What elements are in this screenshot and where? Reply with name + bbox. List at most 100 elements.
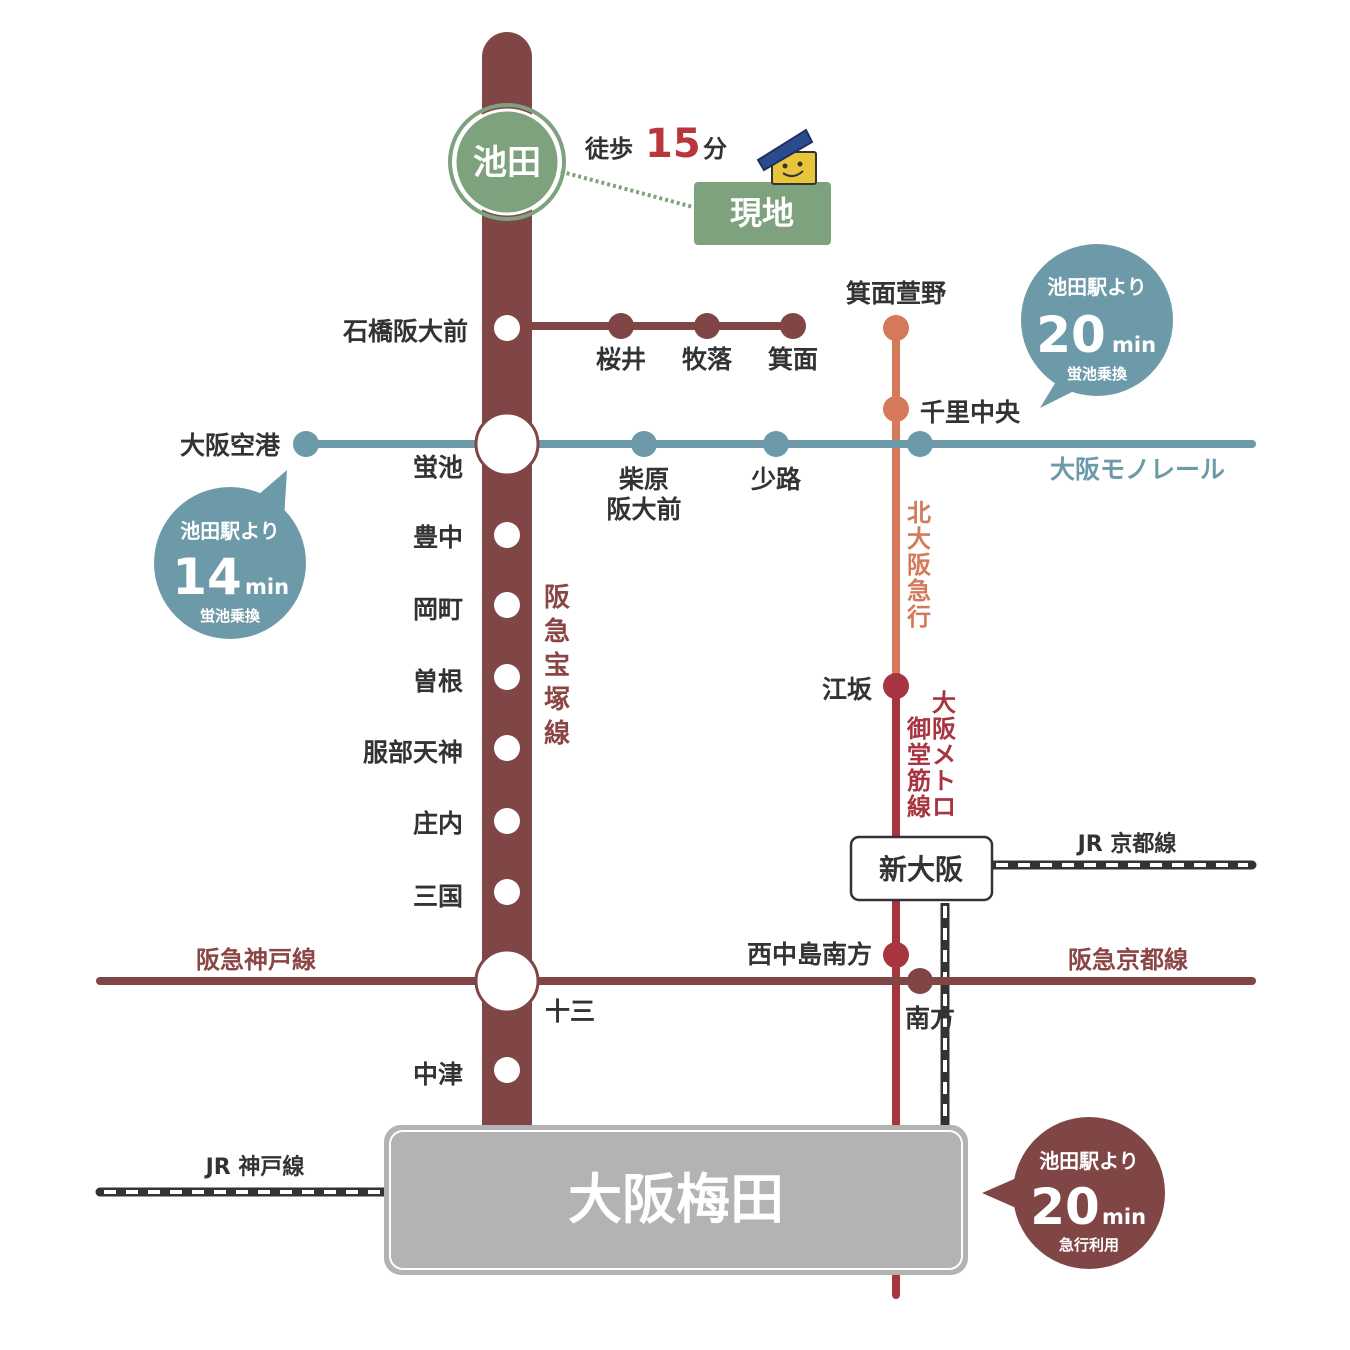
label-shibahara-2: 阪大前 (606, 495, 681, 524)
station-dot-sone (494, 664, 520, 690)
label-jr-kobe: JR 神戸線 (204, 1154, 305, 1180)
station-dot-toyonaka (494, 522, 520, 548)
label-hankyu-kobe: 阪急神戸線 (196, 946, 316, 974)
ikeda-station: 池田 (448, 103, 566, 221)
walk-prefix: 徒歩 (584, 135, 633, 163)
shin-osaka-station: 新大阪 (849, 835, 994, 902)
svg-text:御: 御 (906, 715, 931, 743)
label-minoh-kayano: 箕面萱野 (846, 279, 946, 308)
label-nakatsu: 中津 (413, 1060, 463, 1089)
site-marker: 現地 (694, 182, 831, 245)
site-label: 現地 (730, 194, 794, 232)
label-ishibashi: 石橋阪大前 (342, 317, 468, 346)
svg-text:14: 14 (172, 548, 242, 606)
station-dot-minamikata (907, 968, 933, 994)
svg-text:メ: メ (932, 741, 956, 769)
svg-text:阪: 阪 (907, 551, 931, 579)
walk-unit: 分 (703, 135, 727, 163)
midosuji-line-label: 大 阪 メ ト ロ 御 堂 筋 線 (906, 689, 956, 821)
station-dot-esaka (883, 673, 909, 699)
ikeda-label: 池田 (473, 143, 541, 183)
station-dot-shibahara (631, 431, 657, 457)
label-jr-kyoto: JR 京都線 (1076, 831, 1177, 857)
station-dot-nishinakajima (883, 942, 909, 968)
label-shibahara-1: 柴原 (619, 465, 669, 494)
svg-text:阪: 阪 (544, 583, 570, 613)
svg-text:筋: 筋 (906, 767, 931, 795)
station-dot-ishibashi (494, 315, 520, 341)
svg-text:ロ: ロ (932, 793, 956, 821)
station-dot-osaka-airport (293, 431, 319, 457)
mascot-icon (756, 128, 817, 185)
label-osaka-airport: 大阪空港 (180, 431, 281, 460)
label-umeda: 大阪梅田 (568, 1168, 784, 1231)
label-monorail: 大阪モノレール (1050, 455, 1225, 484)
umeda-station: 大阪梅田 (384, 1125, 968, 1275)
bubble-monorail: 池田駅より 20 min 蛍池乗換 (1021, 244, 1173, 408)
svg-text:蛍池乗換: 蛍池乗換 (200, 607, 261, 625)
walk-minutes: 15 (645, 121, 701, 167)
svg-text:急: 急 (907, 577, 931, 605)
station-dot-hotarugaike (474, 411, 540, 477)
station-dot-sakurai (608, 313, 634, 339)
label-hankyu-kyoto: 阪急京都線 (1068, 946, 1188, 974)
svg-text:北: 北 (907, 499, 931, 527)
svg-text:大: 大 (932, 689, 956, 717)
svg-text:min: min (1102, 1205, 1146, 1229)
label-hattori: 服部天神 (363, 738, 463, 767)
svg-text:塚: 塚 (544, 685, 570, 715)
svg-text:min: min (245, 575, 289, 599)
label-juso: 十三 (545, 997, 595, 1026)
svg-text:20: 20 (1030, 1178, 1100, 1236)
label-senri-chuo: 千里中央 (920, 398, 1021, 427)
label-shoji: 少路 (750, 465, 802, 494)
svg-text:池田駅より: 池田駅より (1047, 275, 1147, 299)
jr-kyoto-line (940, 860, 1257, 1128)
station-dot-mikuni (494, 879, 520, 905)
bubble-airport: 池田駅より 14 min 蛍池乗換 (154, 470, 306, 639)
svg-text:阪: 阪 (932, 715, 956, 743)
station-dot-nakatsu (494, 1057, 520, 1083)
svg-text:池田駅より: 池田駅より (1039, 1149, 1139, 1173)
label-makiochi: 牧落 (682, 345, 733, 374)
svg-text:20: 20 (1036, 306, 1106, 364)
label-mikuni: 三国 (413, 882, 463, 911)
station-dot-senri-monorail (907, 431, 933, 457)
label-toyonaka: 豊中 (413, 523, 463, 552)
walk-path (554, 168, 694, 209)
label-shin-osaka: 新大阪 (879, 853, 963, 886)
label-minamikata: 南方 (905, 1004, 955, 1033)
label-esaka: 江坂 (822, 675, 873, 704)
station-dot-makiochi (694, 313, 720, 339)
label-minoh: 箕面 (768, 345, 818, 374)
svg-text:線: 線 (907, 793, 931, 821)
takarazuka-stations (474, 315, 540, 1083)
label-sakurai: 桜井 (596, 345, 646, 374)
station-dot-hattori (494, 735, 520, 761)
station-dot-okamachi (494, 592, 520, 618)
svg-text:ト: ト (932, 767, 956, 795)
station-dot-juso (474, 948, 540, 1014)
label-sone: 曽根 (413, 667, 463, 696)
label-shonai: 庄内 (413, 809, 463, 838)
svg-text:行: 行 (906, 603, 931, 631)
bubble-umeda: 池田駅より 20 min 急行利用 (982, 1117, 1165, 1269)
label-okamachi: 岡町 (413, 595, 463, 624)
svg-text:堂: 堂 (907, 741, 931, 769)
svg-text:線: 線 (544, 718, 570, 749)
svg-text:蛍池乗換: 蛍池乗換 (1067, 365, 1128, 383)
station-dot-minoh (780, 313, 806, 339)
station-dot-senri-chuo (883, 396, 909, 422)
takarazuka-line-label: 阪 急 宝 塚 線 (544, 583, 570, 749)
station-dot-shonai (494, 808, 520, 834)
label-hotarugaike: 蛍池 (413, 453, 463, 482)
svg-text:池田駅より: 池田駅より (180, 519, 280, 543)
svg-text:宝: 宝 (544, 650, 570, 681)
svg-text:急行利用: 急行利用 (1059, 1236, 1119, 1254)
svg-text:min: min (1112, 333, 1156, 357)
station-dot-shoji (763, 431, 789, 457)
station-dot-minoh-kayano (883, 315, 909, 341)
label-nishinakajima: 西中島南方 (747, 940, 872, 969)
svg-text:急: 急 (544, 617, 570, 647)
